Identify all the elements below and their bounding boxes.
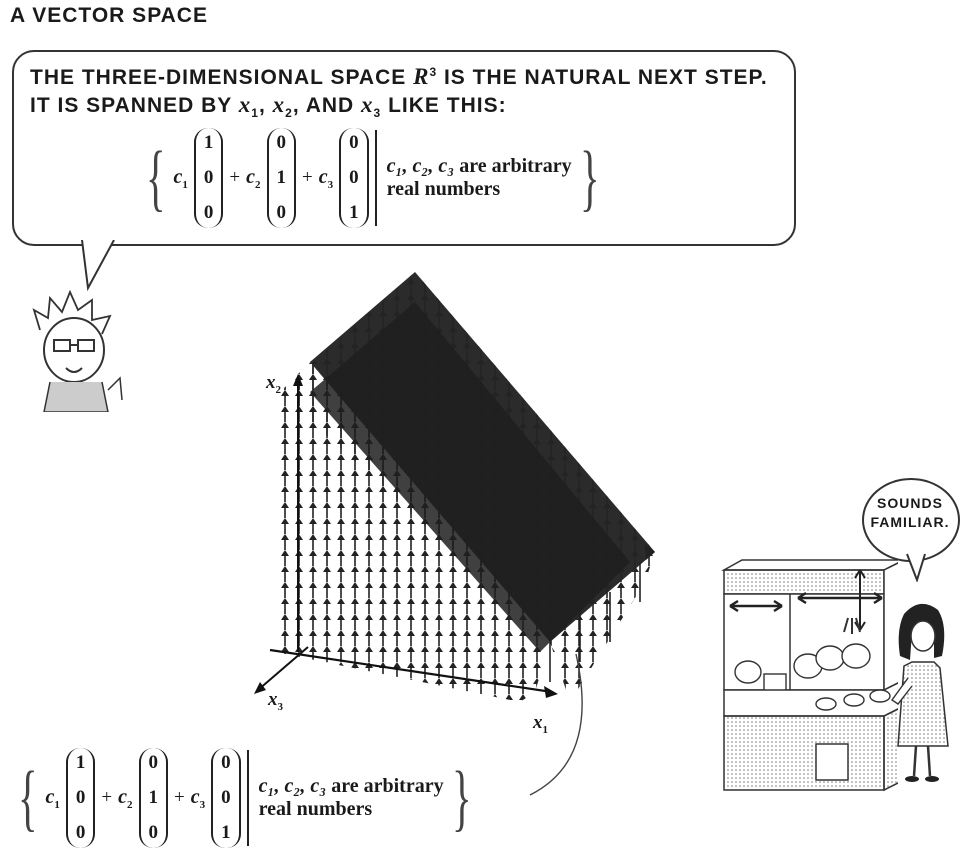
speech-line-1: THE THREE-DIMENSIONAL SPACE R3 IS THE NA… — [30, 64, 768, 89]
speech-small-text: SOUNDS FAMILIAR. — [870, 495, 950, 530]
axis-label-x1: x1 — [533, 712, 548, 736]
callout-line — [529, 653, 583, 796]
axis-x2 — [293, 374, 303, 652]
axis-x1 — [269, 648, 558, 698]
claw-machine-illustration — [721, 559, 898, 792]
speech-line-2: IT IS SPANNED BY x1, x2, AND x3 LIKE THI… — [30, 92, 507, 121]
set-condition: c₁, c₂, c₃ are arbitrary real numbers — [374, 130, 572, 226]
girl-character-illustration — [891, 603, 949, 782]
axis-label-x2: x2 — [266, 372, 281, 396]
set-condition-bottom: c₁, c₂, c₃ are arbitrary real numbers — [246, 750, 444, 846]
page-heading: A VECTOR SPACE — [10, 4, 208, 27]
speech-bubble-tail — [81, 240, 115, 292]
brace-open: { — [145, 137, 166, 219]
axis-x3 — [254, 646, 309, 694]
boy-character-illustration — [32, 290, 123, 412]
axis-label-x3: x3 — [268, 689, 283, 713]
vector-space-cube — [254, 272, 655, 702]
brace-close: } — [579, 137, 600, 219]
speech-bubble-main — [12, 50, 796, 246]
speech-bubble-small-tail — [906, 553, 926, 582]
